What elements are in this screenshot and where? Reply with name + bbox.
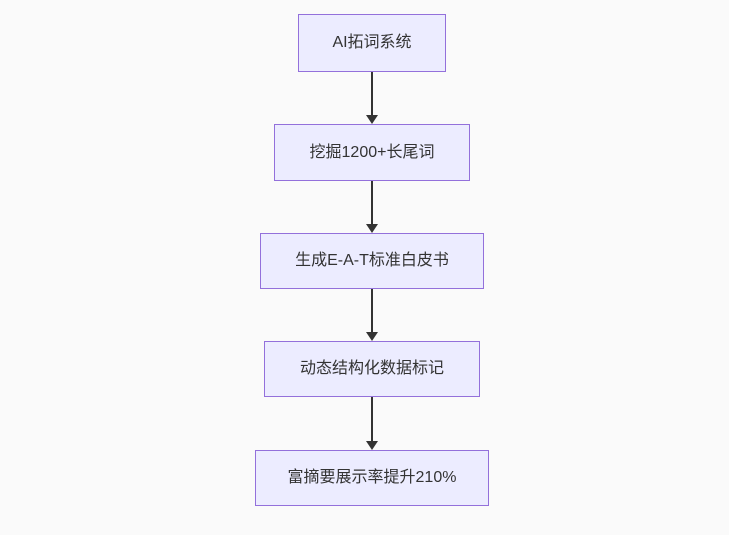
flow-node-structured-data[interactable]: 动态结构化数据标记 [264, 341, 480, 397]
flow-node-label: 富摘要展示率提升210% [287, 469, 457, 487]
flow-node-eat-whitepaper[interactable]: 生成E-A-T标准白皮书 [260, 233, 484, 289]
flow-node-longtail-mining[interactable]: 挖掘1200+长尾词 [274, 124, 470, 181]
arrow-down-icon [366, 441, 378, 450]
arrow-line [371, 72, 373, 115]
arrow-down-icon [366, 115, 378, 124]
arrow-line [371, 397, 373, 441]
flow-node-rich-snippet-result[interactable]: 富摘要展示率提升210% [255, 450, 489, 506]
flow-node-label: AI拓词系统 [332, 34, 412, 52]
flow-node-label: 生成E-A-T标准白皮书 [295, 252, 449, 270]
flow-arrow-4 [366, 397, 378, 450]
flow-node-label: 挖掘1200+长尾词 [309, 143, 435, 161]
flow-node-ai-word-system[interactable]: AI拓词系统 [298, 14, 446, 72]
arrow-down-icon [366, 332, 378, 341]
flow-arrow-3 [366, 289, 378, 341]
flow-node-label: 动态结构化数据标记 [299, 360, 444, 378]
arrow-down-icon [366, 224, 378, 233]
arrow-line [371, 181, 373, 224]
flow-arrow-1 [366, 72, 378, 124]
arrow-line [371, 289, 373, 332]
flow-arrow-2 [366, 181, 378, 233]
